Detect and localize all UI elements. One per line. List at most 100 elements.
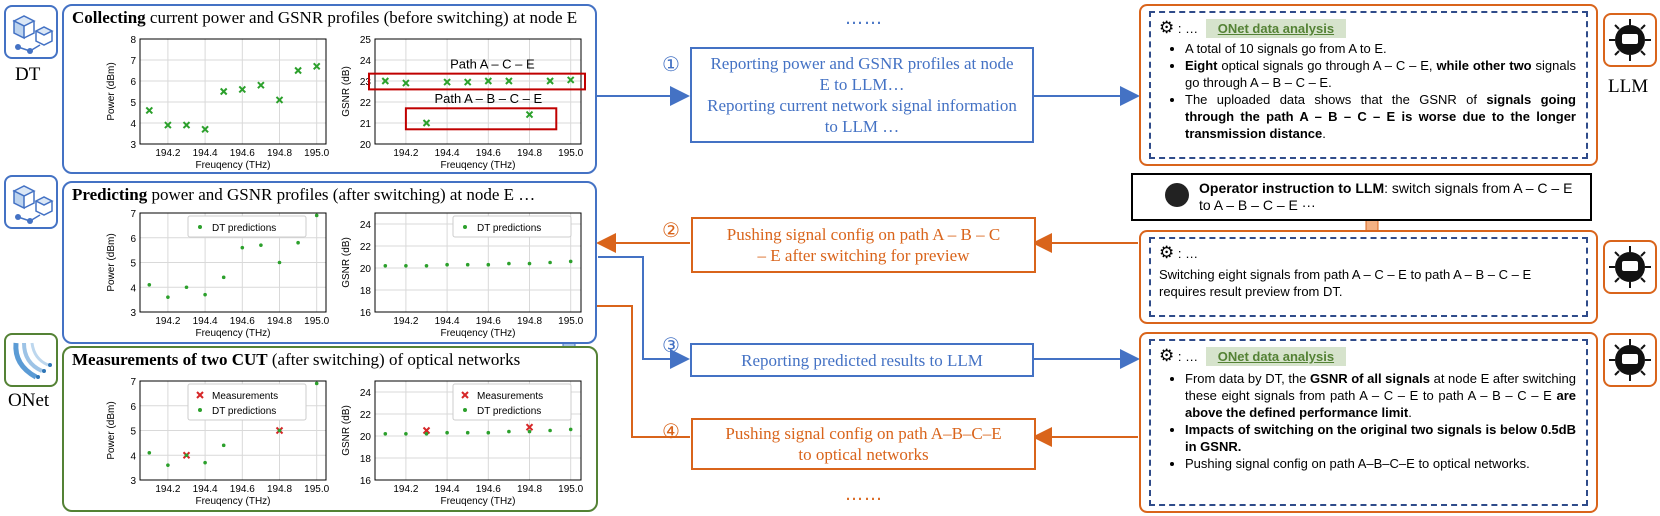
x-tick-label: 194.6 — [476, 484, 501, 495]
llm-label: LLM — [1608, 76, 1649, 97]
dt-cube-icon — [12, 185, 54, 224]
x-tick-label: 195.0 — [558, 484, 583, 495]
openai-icon: ⚙ — [1159, 18, 1175, 38]
step2-number: ② — [662, 218, 680, 242]
x-axis-label: Freuqency (THz) — [440, 160, 515, 171]
x-tick-label: 194.6 — [230, 316, 255, 327]
x-tick-label: 194.4 — [193, 484, 218, 495]
step3-number: ③ — [662, 333, 680, 357]
data-point — [240, 245, 245, 250]
openai-icon: ⚙ — [1159, 346, 1175, 366]
data-point — [203, 460, 207, 465]
data-point — [314, 381, 319, 386]
llm1-bullet-3: The uploaded data shows that the GSNR of… — [1185, 91, 1576, 142]
data-point — [203, 292, 207, 297]
data-point — [147, 282, 152, 287]
data-point-x — [164, 121, 172, 129]
step1-number: ① — [662, 52, 680, 76]
legend-frame — [452, 383, 572, 421]
llm1-bullet-1: A total of 10 signals go from A to E. — [1185, 40, 1576, 57]
operator-headset-icon — [1165, 183, 1189, 207]
x-tick-label: 194.6 — [230, 148, 255, 159]
annotation-path-ace: Path A – C – E — [450, 56, 535, 71]
legend-marker — [461, 391, 469, 399]
y-tick-label: 7 — [130, 209, 136, 220]
data-point — [424, 264, 429, 268]
y-tick-label: 8 — [130, 35, 136, 46]
data-point — [221, 443, 226, 448]
legend-frame — [452, 215, 572, 238]
x-tick-label: 194.2 — [155, 316, 180, 327]
x-tick-label: 195.0 — [304, 148, 329, 159]
legend-label: DT predictions — [212, 406, 276, 417]
data-point — [383, 264, 388, 268]
data-point-x — [525, 110, 534, 119]
legend-frame — [187, 383, 307, 421]
x-tick-label: 194.6 — [476, 316, 501, 327]
data-point — [465, 430, 470, 435]
x-tick-label: 194.8 — [517, 484, 542, 495]
data-point — [166, 295, 170, 299]
data-point — [184, 285, 189, 290]
x-tick-label: 195.0 — [558, 148, 583, 159]
data-point-x — [381, 77, 390, 85]
legend-marker — [196, 391, 204, 399]
data-point-x — [505, 77, 513, 85]
plot-frame — [139, 38, 327, 145]
data-point-x — [422, 119, 431, 127]
data-point — [404, 432, 408, 436]
data-point-x — [257, 81, 265, 89]
legend-marker — [463, 408, 467, 412]
data-point-x — [312, 62, 321, 71]
x-tick-label: 194.4 — [435, 484, 460, 495]
y-tick-label: 22 — [360, 242, 372, 253]
y-tick-label: 4 — [130, 451, 136, 462]
x-tick-label: 195.0 — [558, 316, 583, 327]
data-point — [507, 429, 511, 434]
data-point — [166, 463, 170, 467]
step4-number: ④ — [662, 419, 680, 443]
data-point-x — [219, 87, 228, 96]
llm3-bullet-3: Pushing signal config on path A–B–C–E to… — [1185, 455, 1576, 472]
llm3-bullet-2: Impacts of switching on the original two… — [1185, 421, 1576, 455]
y-tick-label: 21 — [360, 119, 372, 130]
data-point-x — [443, 78, 451, 86]
legend-marker — [198, 225, 202, 229]
data-point — [404, 264, 408, 268]
x-tick-label: 194.2 — [155, 484, 180, 495]
data-point — [424, 432, 429, 436]
y-tick-label: 25 — [360, 35, 372, 46]
data-point — [507, 261, 511, 266]
y-tick-label: 6 — [130, 234, 136, 245]
onet-icon-box — [4, 333, 58, 387]
x-tick-label: 194.8 — [517, 316, 542, 327]
x-axis-label: Freuqency (THz) — [195, 160, 270, 171]
y-tick-label: 23 — [360, 77, 372, 88]
x-tick-label: 194.8 — [267, 484, 292, 495]
y-axis-label: GSNR (dB) — [341, 237, 352, 288]
y-tick-label: 4 — [130, 119, 136, 130]
data-point — [548, 260, 552, 265]
x-tick-label: 194.8 — [517, 148, 542, 159]
optical-fiber-icon — [13, 342, 52, 380]
predicting-panel: Predicting power and GSNR profiles (afte… — [62, 181, 597, 344]
x-tick-label: 194.4 — [435, 316, 460, 327]
y-tick-label: 5 — [130, 259, 136, 270]
operator-instruction-box: Operator instruction to LLM: switch sign… — [1131, 173, 1592, 221]
llm-chip-icon — [1609, 19, 1651, 61]
predicting-title: Predicting power and GSNR profiles (afte… — [72, 185, 536, 204]
y-tick-label: 7 — [130, 377, 136, 388]
llm-chip-icon — [1609, 246, 1651, 288]
legend-marker — [198, 408, 202, 412]
ellipsis-bottom: …… — [845, 484, 883, 505]
y-tick-label: 3 — [130, 308, 136, 319]
data-point-x — [275, 96, 284, 104]
x-axis-label: Freuqency (THz) — [440, 496, 515, 507]
y-tick-label: 5 — [130, 98, 136, 109]
y-axis-label: Power (dBm) — [106, 62, 117, 120]
x-tick-label: 195.0 — [304, 316, 329, 327]
data-point — [314, 213, 319, 218]
data-point — [527, 429, 532, 434]
